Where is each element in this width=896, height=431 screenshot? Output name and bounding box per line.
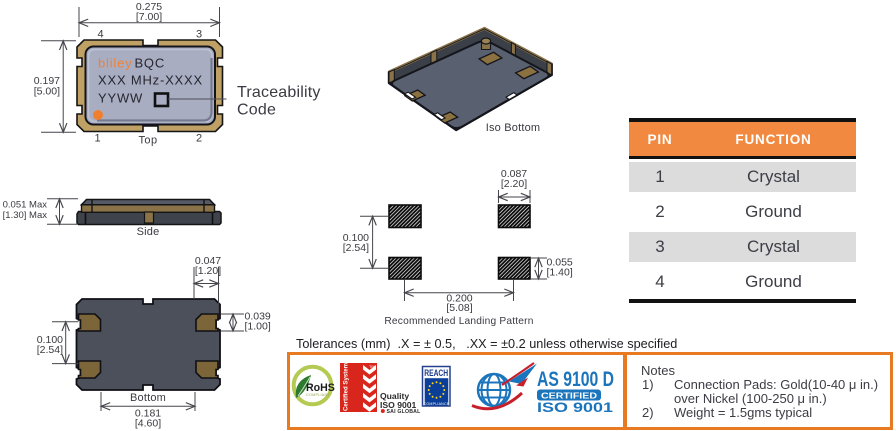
- svg-text:0.197: 0.197: [34, 75, 60, 87]
- svg-text:0.100: 0.100: [343, 232, 369, 244]
- svg-text:[1.30] Max: [1.30] Max: [3, 210, 48, 221]
- svg-text:0.200: 0.200: [446, 293, 472, 305]
- svg-text:Recommended Landing Pattern: Recommended Landing Pattern: [384, 316, 533, 327]
- svg-text:COMPLIANT: COMPLIANT: [306, 393, 330, 397]
- svg-text:ISO 9001: ISO 9001: [380, 400, 417, 410]
- svg-text:[7.00]: [7.00]: [136, 11, 162, 23]
- svg-text:Traceability: Traceability: [237, 84, 321, 101]
- svg-text:[1.20]: [1.20]: [195, 265, 221, 277]
- svg-text:RoHS: RoHS: [306, 382, 335, 394]
- svg-text:0.100: 0.100: [37, 334, 63, 346]
- svg-text:[2.54]: [2.54]: [343, 242, 369, 254]
- svg-text:[5.00]: [5.00]: [34, 86, 60, 98]
- svg-text:[4.60]: [4.60]: [135, 418, 161, 430]
- svg-text:0.055: 0.055: [547, 257, 573, 269]
- svg-text:2: 2: [196, 133, 202, 145]
- svg-text:0.039: 0.039: [245, 311, 271, 323]
- svg-text:0.275: 0.275: [136, 1, 162, 13]
- svg-text:[5.08]: [5.08]: [446, 302, 472, 314]
- svg-text:Side: Side: [137, 226, 160, 238]
- svg-text:YYWW: YYWW: [98, 91, 143, 106]
- svg-text:Certified System: Certified System: [343, 362, 350, 411]
- svg-text:AS 9100 D: AS 9100 D: [537, 368, 614, 391]
- svg-text:0.087: 0.087: [501, 168, 527, 180]
- svg-text:ISO 9001: ISO 9001: [537, 399, 613, 415]
- svg-text:REACH: REACH: [424, 368, 448, 378]
- svg-text:TM: TM: [369, 365, 374, 369]
- svg-text:Iso Bottom: Iso Bottom: [486, 122, 541, 134]
- svg-text:3: 3: [196, 29, 202, 41]
- svg-text:[1.40]: [1.40]: [547, 267, 573, 279]
- svg-text:[2.54]: [2.54]: [37, 344, 63, 356]
- svg-text:0.047: 0.047: [195, 255, 221, 267]
- svg-text:1: 1: [94, 133, 100, 145]
- svg-text:0.181: 0.181: [135, 408, 161, 420]
- svg-text:Bottom: Bottom: [130, 392, 166, 404]
- svg-text:[1.00]: [1.00]: [245, 321, 271, 333]
- svg-text:Code: Code: [237, 102, 276, 119]
- svg-text:[2.20]: [2.20]: [501, 178, 527, 190]
- svg-text:Top: Top: [139, 135, 158, 147]
- svg-text:CERTIFIED: CERTIFIED: [541, 391, 597, 400]
- svg-text:COMPLIANCE: COMPLIANCE: [424, 402, 450, 406]
- svg-text:Quality: Quality: [380, 391, 409, 401]
- svg-text:SAI GLOBAL: SAI GLOBAL: [387, 409, 422, 415]
- svg-text:XXX MHz-XXXX: XXX MHz-XXXX: [98, 73, 203, 88]
- svg-text:4: 4: [97, 29, 103, 41]
- svg-text:0.051 Max: 0.051 Max: [3, 200, 48, 211]
